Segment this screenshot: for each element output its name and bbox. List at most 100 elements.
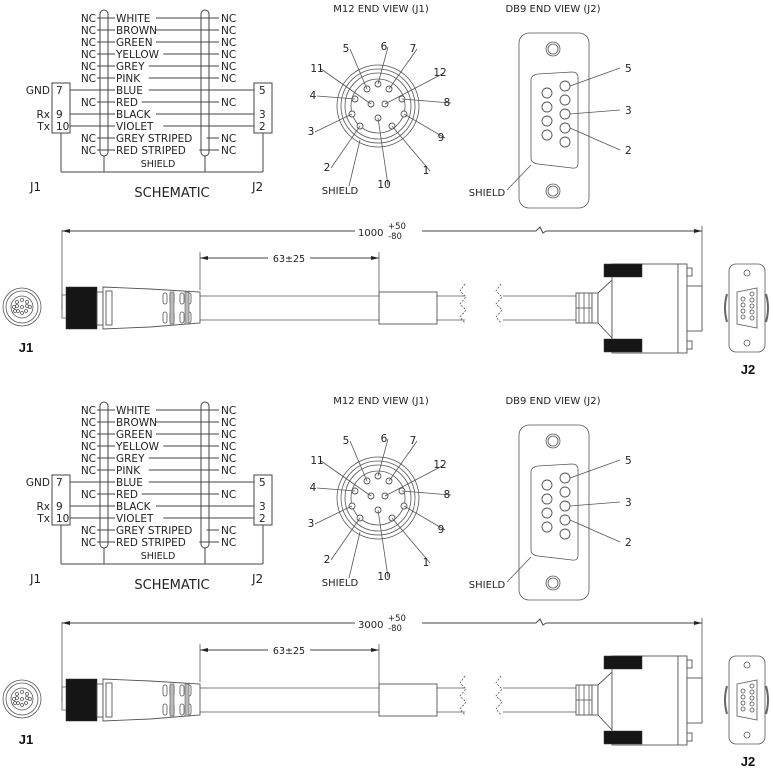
j2-end-face bbox=[724, 263, 769, 353]
db9-flange-side bbox=[677, 655, 688, 746]
db9-shield-leader bbox=[506, 556, 532, 583]
m12-pin-leader bbox=[330, 517, 361, 561]
db9-shell-side bbox=[686, 285, 703, 332]
j1-face-pin bbox=[28, 305, 32, 309]
m12-pin-leader bbox=[320, 68, 372, 105]
m12-strain-relief-band bbox=[169, 291, 175, 325]
j2-face-pin bbox=[740, 700, 746, 706]
dimension-arrowhead bbox=[694, 229, 702, 233]
j1-signal-label: Tx bbox=[36, 121, 50, 133]
m12-pin-leader bbox=[384, 464, 445, 497]
j1-face-pin bbox=[24, 701, 28, 705]
j1-pin-number: 7 bbox=[56, 477, 63, 489]
db9-pin bbox=[541, 129, 553, 141]
overall-length-tol-plus: +50 bbox=[388, 222, 406, 232]
m12-pin-leader bbox=[388, 48, 418, 90]
m12-pin-label-3: 3 bbox=[308, 518, 315, 530]
j2-pin-number: 2 bbox=[259, 121, 266, 133]
j1-end-face bbox=[2, 287, 42, 327]
wire-color-label: BROWN bbox=[116, 25, 157, 37]
db9-pin-label-2: 2 bbox=[625, 537, 632, 549]
j1-face-pin bbox=[16, 701, 20, 705]
wire-color-label: BROWN bbox=[116, 417, 157, 429]
j2-face-hole bbox=[743, 269, 751, 277]
m12-outer-ring bbox=[336, 456, 420, 540]
dimension-arrowhead bbox=[62, 229, 70, 233]
db9-screw-hole bbox=[545, 41, 561, 57]
j1-signal-label: Rx bbox=[36, 109, 50, 121]
j2-nc-label: NC bbox=[221, 73, 236, 85]
db9-pin-leader bbox=[569, 501, 621, 507]
m12-connector-side bbox=[61, 286, 201, 330]
j1-face-pin bbox=[15, 300, 19, 304]
db9-connector-side bbox=[575, 655, 703, 746]
j1-pin-number: 10 bbox=[56, 513, 69, 525]
m12-grip-groove bbox=[179, 311, 185, 324]
m12-pin-leader bbox=[320, 460, 372, 497]
j2-face-pin bbox=[740, 302, 746, 308]
m12-grip-ring bbox=[105, 682, 113, 718]
j1-face-pin bbox=[20, 703, 24, 707]
db9-hood-taper bbox=[597, 670, 613, 732]
m12-pin-leader bbox=[377, 438, 389, 477]
db9-screw-hole-inner bbox=[547, 435, 559, 447]
m12-pin-label-12: 12 bbox=[433, 67, 446, 79]
wire-color-label: RED bbox=[116, 97, 138, 109]
j1-nc-label: NC bbox=[81, 525, 96, 537]
m12-pin-label-9: 9 bbox=[438, 132, 445, 144]
j2-nc-label: NC bbox=[221, 97, 236, 109]
m12-pin-leader bbox=[401, 490, 452, 496]
j2-face-pin bbox=[740, 296, 746, 302]
j1-signal-label: GND bbox=[26, 85, 50, 97]
m12-pin-leader bbox=[314, 113, 353, 133]
db9-jackscrew bbox=[686, 340, 693, 350]
wire-color-label: BLUE bbox=[116, 85, 143, 97]
db9-pin-leader bbox=[569, 67, 621, 87]
j1-nc-label: NC bbox=[81, 441, 96, 453]
db9-pin-leader bbox=[569, 519, 621, 543]
db9-hood bbox=[611, 655, 679, 746]
m12-grip-groove bbox=[162, 684, 168, 697]
m12-pin-label-1: 1 bbox=[423, 165, 430, 177]
m12-pin-leader bbox=[314, 505, 353, 525]
j1-face-pin bbox=[25, 692, 29, 696]
j2-nc-label: NC bbox=[221, 429, 236, 441]
j2-pin-number: 3 bbox=[259, 501, 266, 513]
m12-knurled-nut bbox=[65, 678, 98, 722]
db9-pin-leader bbox=[569, 127, 621, 151]
db9-pin bbox=[541, 479, 553, 491]
db9-thumbscrew-bottom bbox=[603, 338, 643, 353]
m12-pin-label-6: 6 bbox=[381, 433, 388, 445]
j2-face-hole bbox=[743, 731, 751, 739]
j1-face-pin bbox=[15, 696, 19, 700]
db9-thumbscrew-top bbox=[603, 655, 643, 670]
j2-face-hole bbox=[743, 661, 751, 669]
j2-face-pin bbox=[749, 683, 755, 689]
m12-connector-side bbox=[61, 678, 201, 722]
m12-pin-leader bbox=[316, 487, 356, 492]
db9-connector-side bbox=[575, 263, 703, 354]
m12-pin-leader bbox=[377, 509, 389, 578]
m12-pin-label-11: 11 bbox=[310, 63, 323, 75]
overall-length-value: 1000 bbox=[358, 228, 383, 239]
schematic-j1-label: J1 bbox=[29, 180, 41, 194]
j1-nc-label: NC bbox=[81, 61, 96, 73]
m12-grip-ring bbox=[105, 290, 113, 326]
shield-label: SHIELD bbox=[141, 551, 176, 562]
j1-face-pin bbox=[28, 697, 32, 701]
wire-color-label: GREEN bbox=[116, 37, 153, 49]
m12-nut-collar bbox=[96, 683, 104, 718]
j1-face-ring bbox=[5, 682, 39, 716]
cable-break-symbol bbox=[459, 283, 467, 324]
wire-color-label: GREY bbox=[116, 61, 145, 73]
j2-face-pin bbox=[749, 303, 755, 309]
wire-color-label: RED bbox=[116, 489, 138, 501]
db9-hood-taper bbox=[597, 278, 613, 340]
cable-break-symbol bbox=[495, 283, 503, 324]
